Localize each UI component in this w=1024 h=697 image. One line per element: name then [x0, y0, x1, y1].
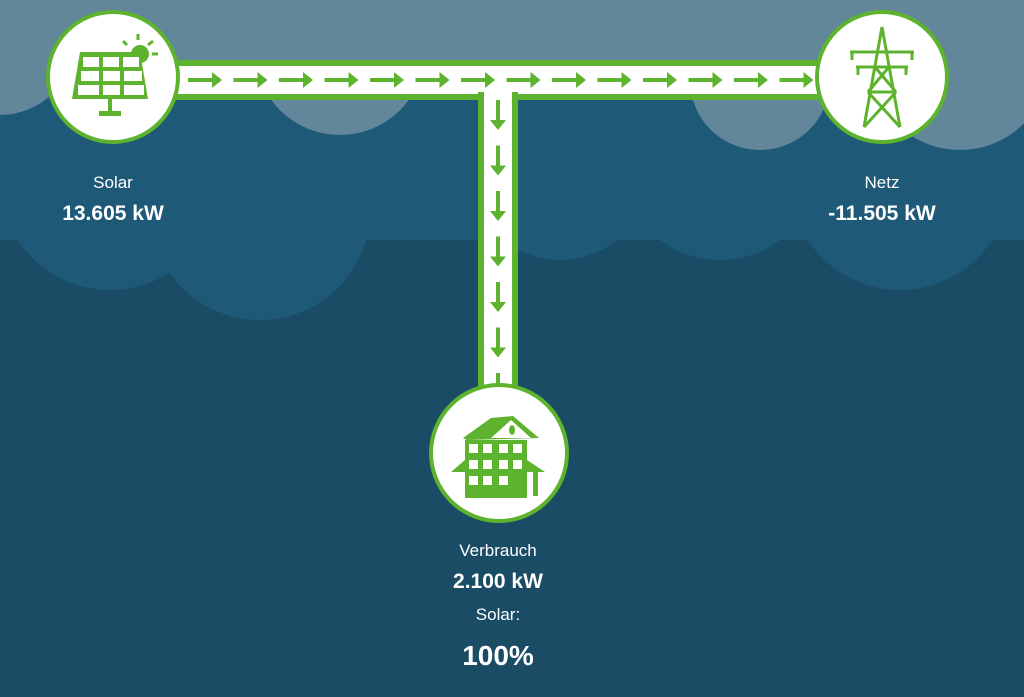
- consumption-value: 2.100 kW: [453, 570, 543, 593]
- flow-arrow: [734, 72, 768, 88]
- solar-share-label: Solar:: [475, 605, 521, 624]
- grid-value: -11.505 kW: [828, 202, 936, 225]
- solar-label: Solar: [93, 173, 133, 192]
- solar-share-value: 100%: [462, 640, 534, 671]
- solar-panel-icon: [72, 34, 158, 116]
- flow-arrow: [490, 145, 506, 176]
- flow-arrow: [506, 72, 541, 88]
- flow-arrow: [490, 236, 506, 267]
- grid-node[interactable]: [815, 10, 949, 144]
- flow-arrow: [324, 72, 359, 88]
- flow-arrow: [490, 282, 506, 312]
- flow-arrow: [490, 327, 506, 358]
- consumption-label: Verbrauch: [459, 541, 537, 560]
- flow-arrow: [597, 72, 632, 88]
- flow-arrow: [279, 72, 313, 88]
- flow-arrow: [415, 72, 450, 88]
- flow-arrow: [461, 72, 495, 88]
- solar-node[interactable]: [46, 10, 180, 144]
- flow-arrow: [233, 72, 268, 88]
- flow-arrow: [779, 72, 814, 88]
- flow-arrow: [643, 72, 677, 88]
- flow-arrow: [688, 72, 723, 88]
- flow-arrows-right: [188, 72, 814, 88]
- flow-arrow: [552, 72, 586, 88]
- power-pylon-icon: [850, 26, 914, 129]
- consumption-node[interactable]: [429, 383, 569, 523]
- flow-arrow: [188, 72, 222, 88]
- flow-arrow: [370, 72, 404, 88]
- solar-value: 13.605 kW: [62, 202, 164, 225]
- flow-arrow: [490, 100, 506, 130]
- house-icon: [451, 416, 545, 498]
- flow-arrow: [490, 191, 506, 221]
- grid-label: Netz: [864, 173, 900, 192]
